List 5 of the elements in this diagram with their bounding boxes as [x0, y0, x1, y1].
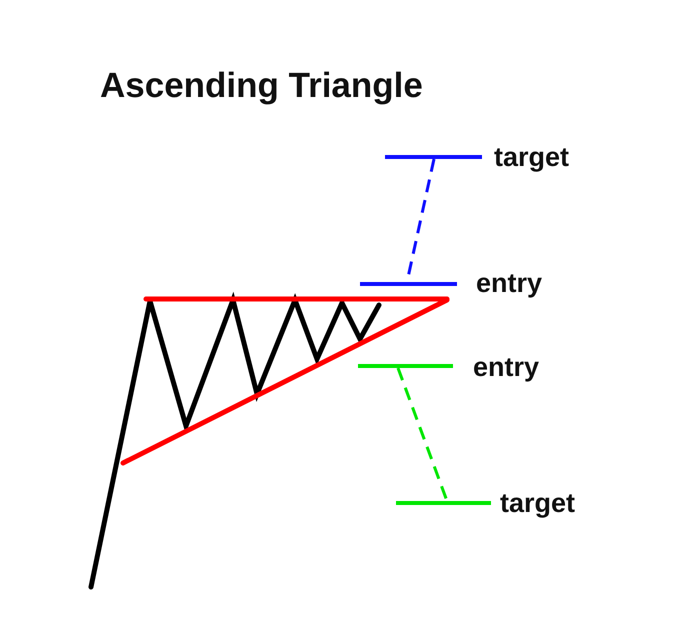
- target-label: target: [494, 144, 570, 171]
- entry-label: entry: [476, 270, 542, 297]
- target-label: target: [500, 490, 576, 517]
- diagram-title: Ascending Triangle: [100, 68, 423, 103]
- entry-label: entry: [473, 354, 540, 381]
